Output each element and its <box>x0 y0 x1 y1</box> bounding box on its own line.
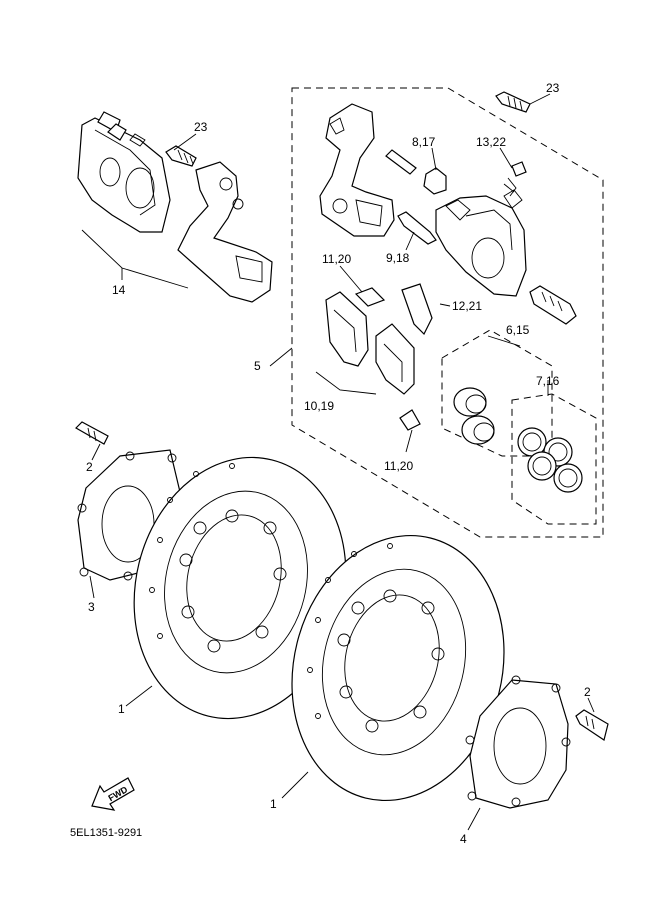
right-brake-disc <box>291 534 505 802</box>
brake-pads <box>325 291 415 395</box>
diagram-code: 5EL1351-9291 <box>70 827 142 839</box>
label-12-21: 12,21 <box>452 299 482 313</box>
pad-clips <box>354 283 433 431</box>
right-cover-plate <box>465 675 609 809</box>
label-3: 3 <box>88 600 95 614</box>
caliper-bracket <box>319 103 395 237</box>
fwd-arrow-icon: FWD <box>91 777 135 811</box>
label-2-left: 2 <box>86 460 93 474</box>
label-2-right: 2 <box>584 685 591 699</box>
seal-boundary <box>511 393 597 525</box>
piston-seals <box>517 427 583 493</box>
label-10-19: 10,19 <box>304 399 334 413</box>
label-1-left: 1 <box>118 702 125 716</box>
label-9-18: 9,18 <box>386 251 410 265</box>
label-11-20-top: 11,20 <box>322 252 351 266</box>
left-brake-disc <box>133 456 347 720</box>
label-5: 5 <box>254 359 261 373</box>
label-13-22: 13,22 <box>476 135 506 149</box>
pistons <box>453 387 495 445</box>
label-11-20-bottom: 11,20 <box>384 459 413 473</box>
leader-lines <box>89 93 595 831</box>
caliper-assembly-boundary <box>291 87 604 538</box>
label-8-17: 8,17 <box>412 135 436 149</box>
label-7-16: 7,16 <box>536 374 560 388</box>
left-caliper-assembly <box>77 111 273 303</box>
label-23-top: 23 <box>546 81 560 95</box>
label-4: 4 <box>460 832 467 846</box>
label-23-left: 23 <box>194 120 208 134</box>
label-14: 14 <box>112 283 126 297</box>
label-1-right: 1 <box>270 797 277 811</box>
label-6-15: 6,15 <box>506 323 530 337</box>
caliper-body <box>435 189 527 297</box>
